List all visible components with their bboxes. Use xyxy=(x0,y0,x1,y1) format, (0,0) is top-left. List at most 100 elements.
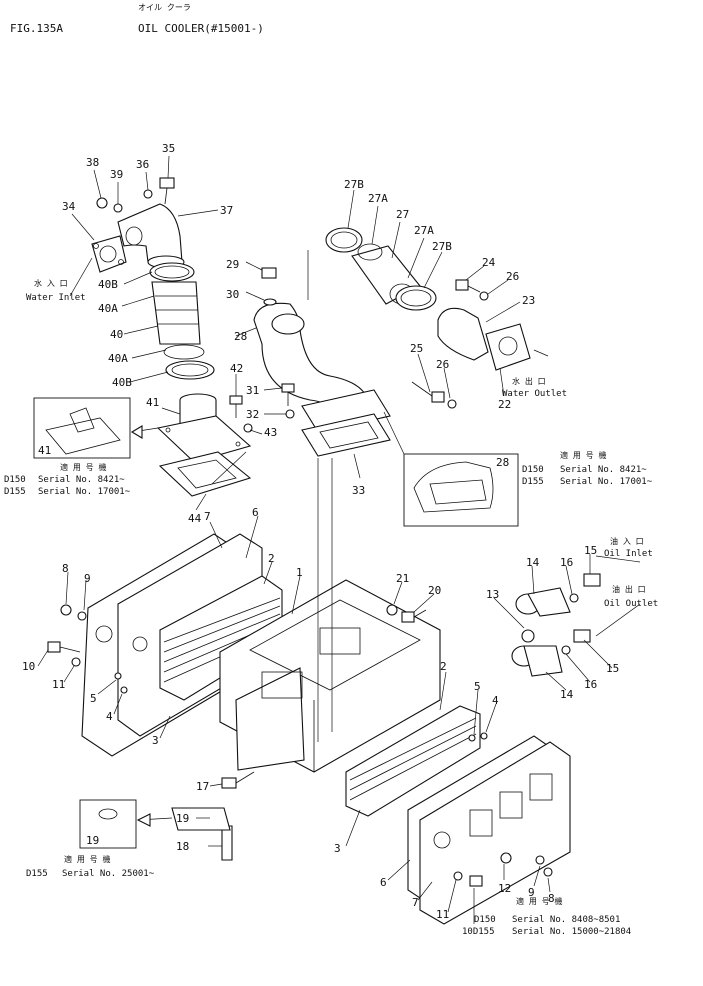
o-ring-4-left xyxy=(120,686,128,694)
callout-20: 20 xyxy=(428,584,441,597)
clamp-19 xyxy=(171,807,231,831)
o-ring-13 xyxy=(521,629,535,643)
callout-30: 30 xyxy=(226,288,239,301)
callout-25: 25 xyxy=(410,342,423,355)
callout-26-upper: 26 xyxy=(506,270,519,283)
callout-16-lower: 16 xyxy=(584,678,597,691)
plug-29 xyxy=(261,267,277,279)
water-inlet-connector-41 xyxy=(156,393,252,463)
washer-26-lower xyxy=(447,399,457,409)
o-ring-5-right xyxy=(468,734,476,742)
water-inlet-label: Water Inlet xyxy=(26,293,86,303)
hose-clamp-40b-upper xyxy=(149,262,195,282)
o-ring-30 xyxy=(263,298,277,306)
callout-14-upper: 14 xyxy=(526,556,540,569)
bolt-31 xyxy=(281,383,295,406)
bolt-42 xyxy=(229,395,243,418)
callout-37: 37 xyxy=(220,204,233,217)
callout-3-left: 3 xyxy=(152,734,159,747)
flange-22 xyxy=(485,323,531,371)
water-outlet-label: Water Outlet xyxy=(502,389,567,399)
callout-1: 1 xyxy=(296,566,303,579)
bolt-25 xyxy=(411,381,445,403)
bolt-10-right xyxy=(469,875,483,887)
washer-32 xyxy=(285,409,295,419)
applicable-jp-19: 適 用 号 機 xyxy=(64,854,110,864)
callout-18: 18 xyxy=(176,840,189,853)
callout-4-left: 4 xyxy=(106,710,113,723)
washer-9-right xyxy=(535,855,545,865)
oil-outlet-port-14 xyxy=(511,645,563,677)
hose-clamp-40b-lower xyxy=(163,344,215,380)
callout-11-left: 11 xyxy=(52,678,65,691)
callout-14-lower: 14 xyxy=(560,688,574,701)
oil-cooler-case-1 xyxy=(219,579,441,773)
callout-43: 43 xyxy=(264,426,277,439)
nut-12 xyxy=(500,852,512,864)
callout-19-inset: 19 xyxy=(86,834,99,847)
callout-27b-left: 27B xyxy=(344,178,364,191)
note-41-d150-model: D150 xyxy=(4,475,26,485)
hose-40 xyxy=(151,281,201,345)
callout-12: 12 xyxy=(498,882,511,895)
callout-28-inset: 28 xyxy=(496,456,509,469)
callout-6-right: 6 xyxy=(380,876,387,889)
callout-27a-lower: 27A xyxy=(414,224,434,237)
callout-40b-upper: 40B xyxy=(98,278,118,291)
callout-8-left: 8 xyxy=(62,562,69,575)
callout-5-left: 5 xyxy=(90,692,97,705)
callout-42: 42 xyxy=(230,362,243,375)
note-12-d150-model: D150 xyxy=(474,915,496,925)
callout-36: 36 xyxy=(136,158,149,171)
bolt-20 xyxy=(401,609,427,623)
callout-35: 35 xyxy=(162,142,175,155)
oil-inlet-jp-label: 油 入 口 xyxy=(610,536,644,546)
washer-16-lower xyxy=(561,645,571,655)
note-12-d155-serial: Serial No. 15000~21804 xyxy=(512,927,631,937)
callout-27: 27 xyxy=(396,208,409,221)
callout-5-right: 5 xyxy=(474,680,481,693)
callout-32: 32 xyxy=(246,408,259,421)
note-12-d150-serial: Serial No. 8408~8501 xyxy=(512,915,620,925)
oil-outlet-jp-label: 油 出 口 xyxy=(612,584,646,594)
bolt-10-left xyxy=(47,641,81,653)
washer-11-left xyxy=(71,657,81,667)
note-19-d155-model: D155 xyxy=(26,869,48,879)
washer-39 xyxy=(113,203,123,213)
callout-19: 19 xyxy=(176,812,189,825)
note-41-d150-serial: Serial No. 8421~ xyxy=(38,475,125,485)
oil-inlet-port-14 xyxy=(515,587,571,617)
callout-22: 22 xyxy=(498,398,511,411)
note-12-d155-model: 10D155 xyxy=(462,927,495,937)
fitting-15-upper xyxy=(583,573,601,587)
callout-2-left: 2 xyxy=(268,552,275,565)
callout-13: 13 xyxy=(486,588,499,601)
oil-inlet-label: Oil Inlet xyxy=(604,549,653,559)
inset-box-28 xyxy=(403,453,519,527)
applicable-jp-41: 適 用 号 機 xyxy=(60,462,106,472)
note-28-d150-model: D150 xyxy=(522,465,544,475)
note-28-d155-model: D155 xyxy=(522,477,544,487)
note-41-d155-model: D155 xyxy=(4,487,26,497)
callout-38: 38 xyxy=(86,156,99,169)
o-ring-5-left xyxy=(114,672,122,680)
gasket-44 xyxy=(158,451,252,497)
nut-38 xyxy=(96,197,108,209)
water-inlet-jp-label: 水 入 口 xyxy=(34,278,68,288)
callout-9-right: 9 xyxy=(528,886,535,899)
callout-10-left: 10 xyxy=(22,660,35,673)
nut-8-left xyxy=(60,604,72,616)
callout-3-right: 3 xyxy=(334,842,341,855)
callout-41-inset: 41 xyxy=(38,444,51,457)
note-28-d150-serial: Serial No. 8421~ xyxy=(560,465,647,475)
gasket-33 xyxy=(301,413,391,457)
callout-6-left: 6 xyxy=(252,506,259,519)
callout-11-right: 11 xyxy=(436,908,449,921)
callout-28: 28 xyxy=(234,330,247,343)
note-41-d155-serial: Serial No. 17001~ xyxy=(38,487,131,497)
washer-26-upper xyxy=(479,291,489,301)
drain-hose-18 xyxy=(221,825,233,861)
fitting-15-lower xyxy=(573,629,591,643)
callout-9-left: 9 xyxy=(84,572,91,585)
callout-33: 33 xyxy=(352,484,365,497)
